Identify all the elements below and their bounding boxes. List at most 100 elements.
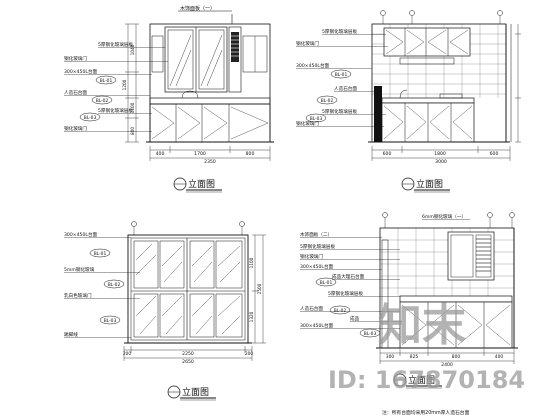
svg-text:BL-03: BL-03 bbox=[364, 331, 377, 337]
dimension-label: 1100 bbox=[249, 257, 254, 268]
dimension-label: 825 bbox=[410, 354, 419, 360]
hatch-panel bbox=[475, 234, 492, 278]
watermark-logo: 知末 bbox=[378, 300, 466, 351]
note-label: 5厚钢化玻璃层板 bbox=[322, 28, 357, 35]
svg-text:BL-02: BL-02 bbox=[334, 308, 347, 314]
material-tag: BL-03 bbox=[359, 328, 381, 338]
elevation-a: 木饰面板（一） bbox=[64, 5, 274, 193]
note-list: 300×450L台面 5mm钢化玻璃 乳白色玻璃门 踢脚线 bbox=[64, 231, 140, 338]
dimension-horizontal: 300 825 800 400 2400 bbox=[379, 349, 515, 368]
dimension-label: 1100 bbox=[130, 102, 135, 113]
dimension-horizontal: 400 1700 800 2350 bbox=[149, 146, 271, 165]
side-shelf bbox=[228, 26, 242, 93]
range-hood bbox=[399, 57, 455, 65]
dimension-label: 400 bbox=[495, 354, 504, 360]
dimension-label: 300 bbox=[386, 354, 395, 360]
note-label: 钢化玻璃门 bbox=[64, 55, 87, 62]
note-list: 5厚钢化玻璃层板 钢化玻璃门 300×450L台面 人造石台面 5厚钢化玻璃层板… bbox=[64, 41, 168, 132]
faucet bbox=[399, 89, 408, 99]
watermark-id: ID: 167870184 bbox=[328, 366, 525, 394]
dimension-label: 1200 bbox=[122, 79, 127, 90]
note-list: 5厚钢化玻璃层板 钢化玻璃门 300×450L台面 人造石台面 5厚钢化玻璃层板… bbox=[296, 28, 388, 127]
svg-text:BL-03: BL-03 bbox=[310, 116, 323, 122]
note-label: 钢化玻璃门 bbox=[296, 120, 319, 127]
note-label: 300×450L台面 bbox=[300, 263, 334, 270]
faucet bbox=[181, 90, 199, 99]
dimension-vertical: 1040 1200 1100 800 bbox=[122, 23, 139, 143]
note-label: 300×450L台面 bbox=[64, 231, 98, 238]
dimension-label: 1040 bbox=[130, 44, 135, 55]
dimension-label: 3000 bbox=[435, 159, 447, 165]
svg-text:BL-02: BL-02 bbox=[96, 98, 109, 104]
note-label: 踢脚线 bbox=[64, 331, 78, 338]
dimension-label: 2500 bbox=[257, 283, 262, 294]
glass-door bbox=[189, 293, 215, 338]
material-tag: BL-02 bbox=[103, 279, 125, 289]
dimension-vertical bbox=[515, 24, 521, 143]
view-title-text: 立面图 bbox=[416, 178, 443, 190]
note-list: 木饰面板（二） 5厚钢化玻璃层板 钢化玻璃门 300×450L台面 成品大理石台… bbox=[300, 231, 402, 329]
note-label: 5mm钢化玻璃 bbox=[64, 266, 95, 273]
note-label: 人造石台面 bbox=[64, 89, 87, 96]
dimension-label: 1800 bbox=[434, 151, 446, 157]
hatch-panel bbox=[231, 32, 239, 62]
cabinet-outline bbox=[127, 234, 249, 344]
dimension-label: 400 bbox=[156, 151, 165, 157]
note-label: 成品 bbox=[350, 315, 360, 322]
material-tag: BL-03 bbox=[305, 113, 327, 123]
material-tag: BL-03 bbox=[99, 315, 121, 325]
dimension-label: 800 bbox=[130, 127, 135, 135]
svg-text:BL-01: BL-01 bbox=[335, 72, 348, 78]
glass-door bbox=[159, 293, 185, 338]
note-label: 5厚钢化玻璃层板 bbox=[328, 290, 363, 297]
svg-text:BL-03: BL-03 bbox=[104, 318, 117, 324]
note-label: 人造石台面 bbox=[300, 305, 323, 312]
material-tag: BL-01 bbox=[89, 248, 111, 258]
base-cabinet bbox=[149, 103, 271, 143]
upper-cabinet bbox=[383, 27, 471, 57]
glass-door bbox=[198, 29, 225, 90]
note-label: 成品大理石台面 bbox=[332, 273, 365, 280]
cooktop bbox=[439, 93, 463, 99]
countertop bbox=[149, 97, 271, 105]
glass-door bbox=[189, 240, 215, 289]
view-title: 立面图 bbox=[173, 177, 222, 193]
dimension-label: 200 bbox=[245, 351, 253, 356]
glass-door bbox=[215, 293, 243, 338]
note-label: 300×450L台面 bbox=[64, 68, 98, 75]
svg-text:BL-01: BL-01 bbox=[100, 78, 113, 84]
elevation-d: 6mm钢化玻璃（一） bbox=[300, 212, 518, 416]
glass-door bbox=[167, 29, 194, 90]
glass-door bbox=[159, 240, 185, 289]
view-title: 立面图 bbox=[393, 373, 442, 389]
note-label: 5厚钢化玻璃层板 bbox=[98, 107, 133, 114]
svg-text:BL-02: BL-02 bbox=[108, 282, 121, 288]
svg-text:BL-01: BL-01 bbox=[320, 280, 333, 286]
note-label: 钢化玻璃门 bbox=[300, 253, 323, 260]
dimension-label: 1320 bbox=[249, 311, 254, 322]
note-label: 5厚钢化玻璃层板 bbox=[98, 41, 133, 48]
dimension-label: 2650 bbox=[182, 359, 194, 365]
note-label: 木饰面板（二） bbox=[300, 231, 332, 238]
footnote: 注：所有台面均采用20mm厚人造石台面 bbox=[382, 409, 470, 416]
view-title-text: 立面图 bbox=[408, 374, 435, 386]
dimension-label: 2350 bbox=[204, 159, 216, 165]
note-label: 5厚钢化玻璃层板 bbox=[322, 108, 357, 115]
countertop bbox=[381, 97, 475, 104]
svg-text:BL-02: BL-02 bbox=[321, 98, 334, 104]
view-title: 立面图 bbox=[167, 385, 216, 401]
dimension-label: 1700 bbox=[194, 151, 206, 157]
dimension-label: 800 bbox=[452, 354, 461, 360]
tile-grid bbox=[372, 24, 506, 98]
view-title-text: 立面图 bbox=[188, 178, 215, 190]
material-tag: BL-02 bbox=[91, 95, 113, 105]
note-label: 6mm钢化玻璃（一） bbox=[422, 213, 466, 220]
dimension-label: 800 bbox=[246, 151, 255, 157]
glass-door bbox=[133, 293, 159, 338]
note-label: 300×450L台面 bbox=[300, 322, 334, 329]
dimension-vertical: 1100 1320 2500 bbox=[249, 234, 266, 344]
dimension-horizontal: 600 1800 600 3000 bbox=[371, 146, 511, 165]
view-title: 立面图 bbox=[401, 177, 450, 193]
material-tag: BL-01 bbox=[330, 69, 352, 79]
